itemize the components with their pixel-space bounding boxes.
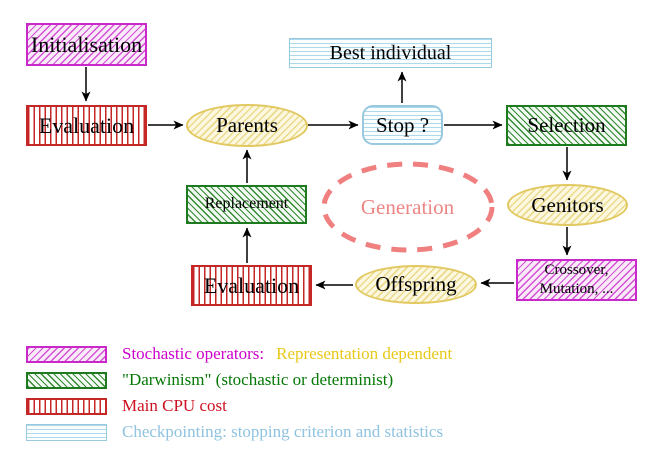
node-crossover-line1: Crossover,: [544, 261, 609, 278]
node-offspring: Offspring: [355, 265, 477, 304]
node-selection: Selection: [506, 105, 627, 146]
legend-label-darwinism: "Darwinism" (stochastic or determinist): [122, 370, 394, 389]
node-evaluation-bottom: Evaluation: [191, 265, 312, 306]
node-genitors-label: Genitors: [531, 192, 604, 217]
legend-swatch-red-stripes: [26, 397, 107, 415]
node-stop-label: Stop ?: [375, 112, 430, 137]
node-generation: Generation: [323, 164, 492, 251]
node-initialisation-label: Initialisation: [30, 31, 143, 57]
node-stop: Stop ?: [362, 105, 443, 145]
legend-label-representation-dependent: Representation dependent: [276, 344, 453, 363]
node-replacement-label: Replacement: [204, 195, 289, 213]
node-selection-label: Selection: [527, 113, 606, 138]
node-best-individual-label: Best individual: [329, 41, 452, 64]
node-evaluation-top-label: Evaluation: [38, 112, 135, 138]
node-evaluation-top: Evaluation: [26, 105, 147, 146]
node-genitors: Genitors: [507, 184, 628, 226]
legend-swatch-magenta-hatch: [26, 345, 107, 363]
node-initialisation: Initialisation: [26, 23, 147, 66]
legend-row-checkpointing: Checkpointing: stopping criterion and st…: [26, 422, 443, 442]
node-evaluation-bottom-label: Evaluation: [203, 272, 300, 298]
arrows: [81, 67, 572, 290]
node-best-individual: Best individual: [289, 38, 492, 68]
legend-row-stochastic: Stochastic operators: Representation dep…: [26, 344, 452, 364]
legend-swatch-cyan-stripes: [26, 423, 107, 441]
legend-row-cpu-cost: Main CPU cost: [26, 396, 227, 416]
node-parents-label: Parents: [216, 113, 278, 138]
legend-swatch-green-hatch: [26, 371, 107, 389]
legend-row-darwinism: "Darwinism" (stochastic or determinist): [26, 370, 393, 390]
node-replacement: Replacement: [186, 185, 307, 224]
node-parents: Parents: [186, 104, 308, 147]
node-offspring-label: Offspring: [375, 272, 457, 297]
node-generation-label: Generation: [360, 195, 455, 219]
generation-dashed-ellipse: [321, 161, 495, 253]
node-crossover-line2: Mutation, ...: [539, 281, 614, 297]
node-crossover-mutation: Crossover, Mutation, ...: [516, 259, 637, 301]
legend-label-checkpointing: Checkpointing: stopping criterion and st…: [122, 422, 444, 441]
legend-label-main-cpu-cost: Main CPU cost: [122, 396, 227, 415]
legend-label-stochastic-operators: Stochastic operators:: [122, 344, 265, 363]
